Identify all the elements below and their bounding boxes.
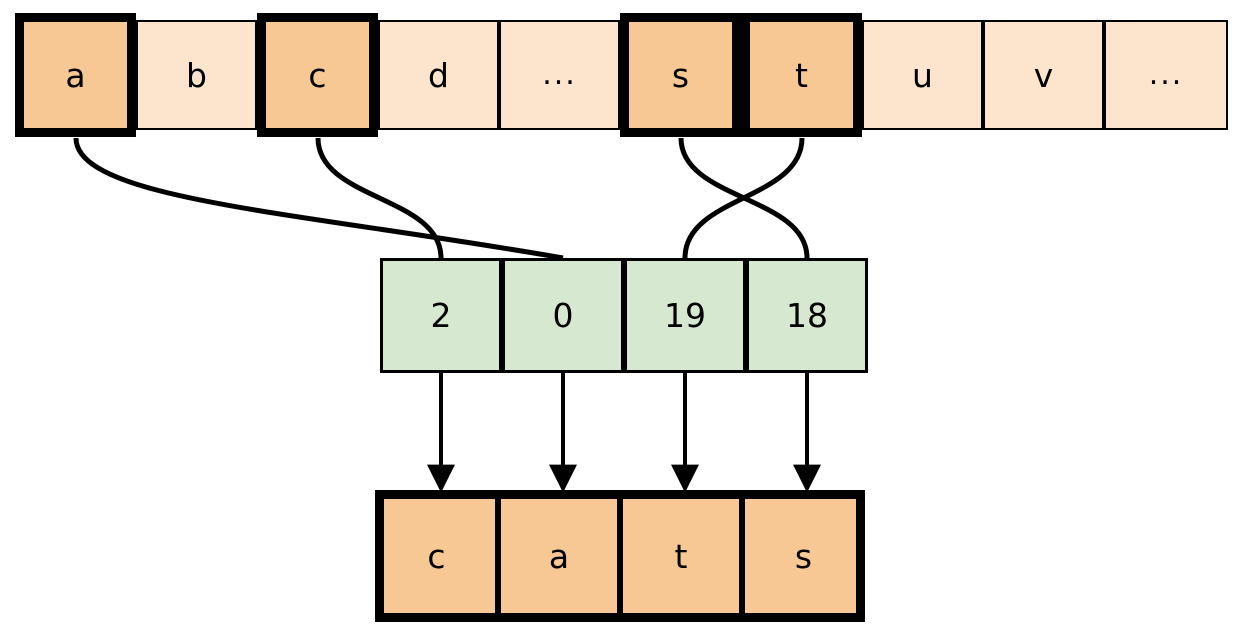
alphabet-cell-u-label: u [912,55,933,95]
alphabet-cell-c-label: c [308,55,327,95]
alphabet-cell-d[interactable]: d [378,20,499,130]
output-cell-1-c-label: c [427,536,446,576]
alphabet-cell-t-label: t [795,55,808,95]
alphabet-cell-c[interactable]: c [257,13,378,137]
alphabet-cell-a[interactable]: a [15,13,136,137]
index-cell-0[interactable]: 0 [502,258,624,373]
alphabet-cell-d-label: d [428,55,449,95]
index-cell-18-label: 18 [786,296,828,335]
alphabet-cell-ellipsis-9[interactable]: ... [1104,20,1228,130]
alphabet-cell-v[interactable]: v [983,20,1104,130]
alphabet-cell-a-label: a [65,55,86,95]
curve-a-to-index-0 [73,137,564,261]
alphabet-cell-s-label: s [671,55,690,95]
index-cell-19[interactable]: 19 [624,258,746,373]
output-cell-4-s-label: s [794,536,813,576]
alphabet-strip: a b c d... s t u v... [0,0,1236,140]
alphabet-cell-v-label: v [1033,55,1054,95]
output-cell-2-a-label: a [548,536,570,576]
alphabet-cell-t[interactable]: t [741,13,862,137]
alphabet-cell-b-label: b [186,55,207,95]
index-cell-0-label: 0 [552,296,574,335]
index-cell-2[interactable]: 2 [380,258,502,373]
curve-c-to-index-2 [315,137,444,259]
index-cell-19-label: 19 [664,296,706,335]
index-cell-18[interactable]: 18 [746,258,868,373]
output-cell-4-s[interactable]: s [742,490,865,622]
curve-s-to-index-18 [678,137,810,259]
output-cell-3-t[interactable]: t [620,490,742,622]
curve-t-to-index-19 [682,137,805,259]
output-cell-2-a[interactable]: a [498,490,620,622]
output-cell-1-c[interactable]: c [375,490,498,622]
output-cell-3-t-label: t [674,536,688,576]
alphabet-cell-ellipsis-4[interactable]: ... [499,20,620,130]
alphabet-cell-u[interactable]: u [862,20,983,130]
alphabet-cell-s[interactable]: s [620,13,741,137]
alphabet-cell-ellipsis-9-label: ... [1148,57,1184,92]
index-cell-2-label: 2 [430,296,452,335]
alphabet-cell-ellipsis-4-label: ... [542,57,577,92]
alphabet-cell-b[interactable]: b [136,20,257,130]
